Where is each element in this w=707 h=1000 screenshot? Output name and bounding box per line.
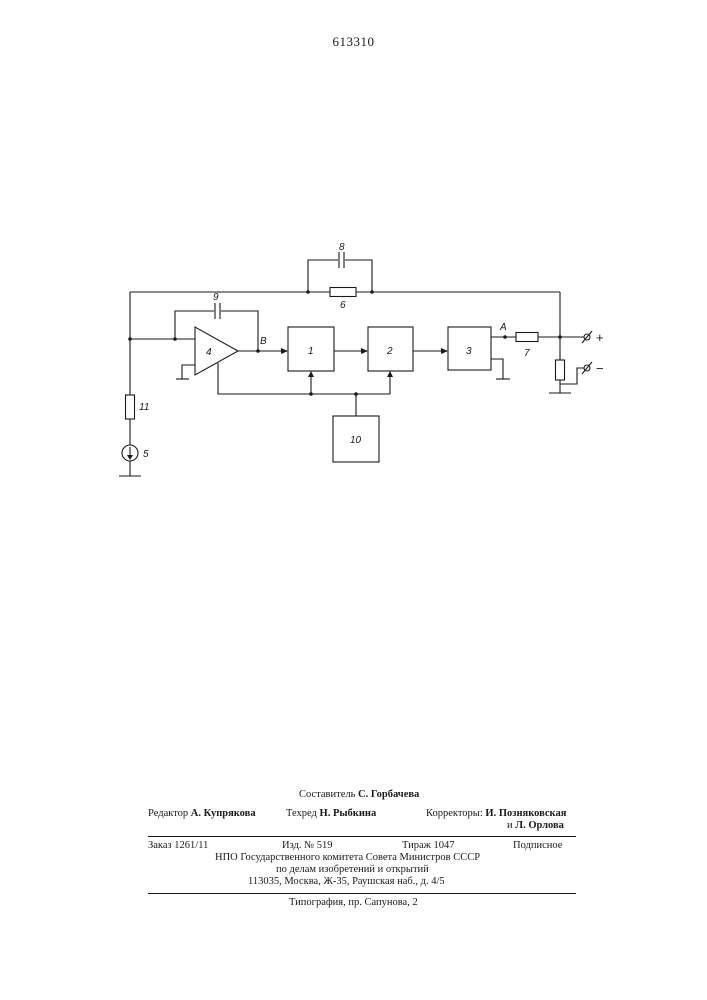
order: Заказ 1261/11 xyxy=(148,840,208,851)
editor-line: Редактор А. Купрякова xyxy=(148,808,256,819)
address: 113035, Москва, Ж-35, Раушская наб., д. … xyxy=(248,876,445,887)
compiler-line: Составитель С. Горбачева xyxy=(299,789,419,800)
circulation: Тираж 1047 xyxy=(402,840,455,851)
editor-name: А. Купрякова xyxy=(191,808,256,819)
corrector-2-prefix: и xyxy=(507,820,513,831)
org-line-2: по делам изобретений и открытий xyxy=(276,864,429,875)
divider-rule xyxy=(148,893,576,894)
edition: Изд. № 519 xyxy=(282,840,333,851)
corrector-2-line: и Л. Орлова xyxy=(507,820,564,831)
techred-line: Техред Н. Рыбкина xyxy=(286,808,376,819)
divider-rule xyxy=(148,836,576,837)
compiler-name: С. Горбачева xyxy=(358,789,419,800)
org-line-1: НПО Государственного комитета Совета Мин… xyxy=(215,852,480,863)
printer: Типография, пр. Сапунова, 2 xyxy=(289,897,418,908)
techred-label: Техред xyxy=(286,808,317,819)
compiler-label: Составитель xyxy=(299,789,355,800)
corrector-1: И. Позняковская xyxy=(485,808,566,819)
correctors-line: Корректоры: И. Позняковская xyxy=(426,808,566,819)
techred-name: Н. Рыбкина xyxy=(320,808,377,819)
correctors-label: Корректоры: xyxy=(426,808,483,819)
corrector-2: Л. Орлова xyxy=(515,820,564,831)
editor-label: Редактор xyxy=(148,808,188,819)
subscription: Подписное xyxy=(513,840,562,851)
